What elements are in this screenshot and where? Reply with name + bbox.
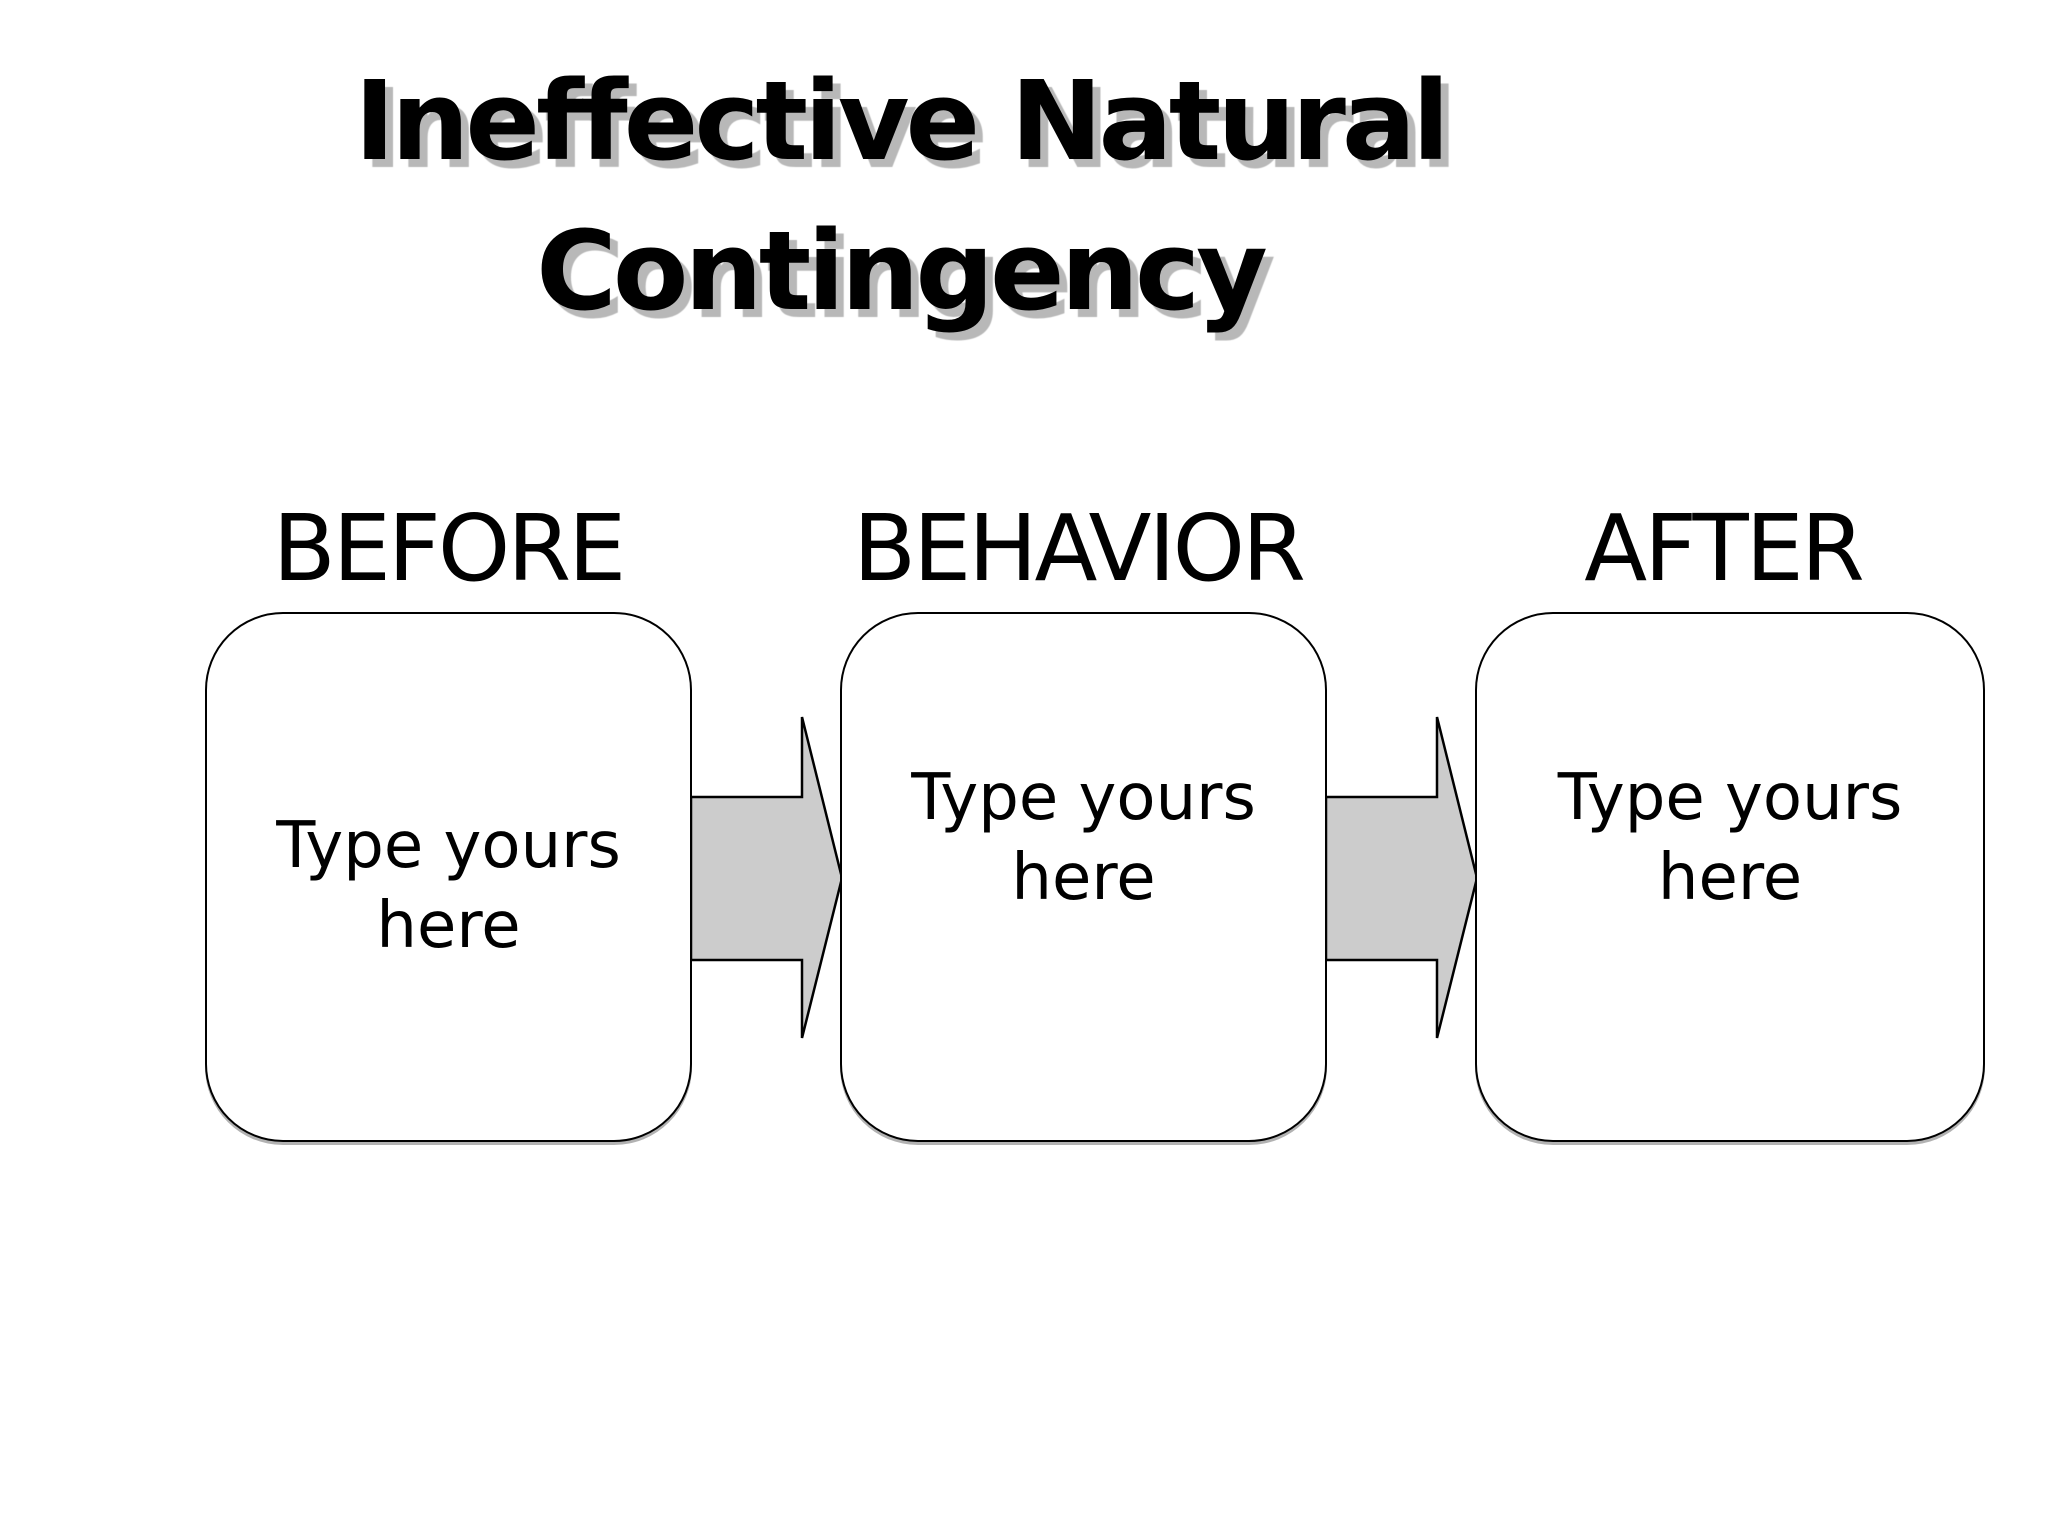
before-box[interactable]: Type yours here (205, 612, 692, 1142)
block-arrow-shape (689, 716, 844, 1039)
column-label-behavior: BEHAVIOR (853, 495, 1306, 602)
behavior-box[interactable]: Type yours here (840, 612, 1327, 1142)
title-line-1: Ineffective Natural (354, 57, 1450, 185)
slide-title: Ineffective Natural Contingency (200, 46, 1600, 346)
column-label-after: AFTER (1584, 495, 1865, 602)
after-box-placeholder-text: Type yours here (1557, 761, 1903, 915)
arrow-before-to-behavior-icon (689, 716, 844, 1039)
title-line-2: Contingency (536, 207, 1268, 335)
after-box[interactable]: Type yours here (1475, 612, 1985, 1142)
arrow-behavior-to-after-icon (1324, 716, 1479, 1039)
behavior-box-placeholder-text: Type yours here (911, 761, 1256, 915)
before-box-placeholder-text: Type yours here (276, 809, 621, 963)
block-arrow-shape (1324, 716, 1479, 1039)
column-label-before: BEFORE (272, 495, 627, 602)
